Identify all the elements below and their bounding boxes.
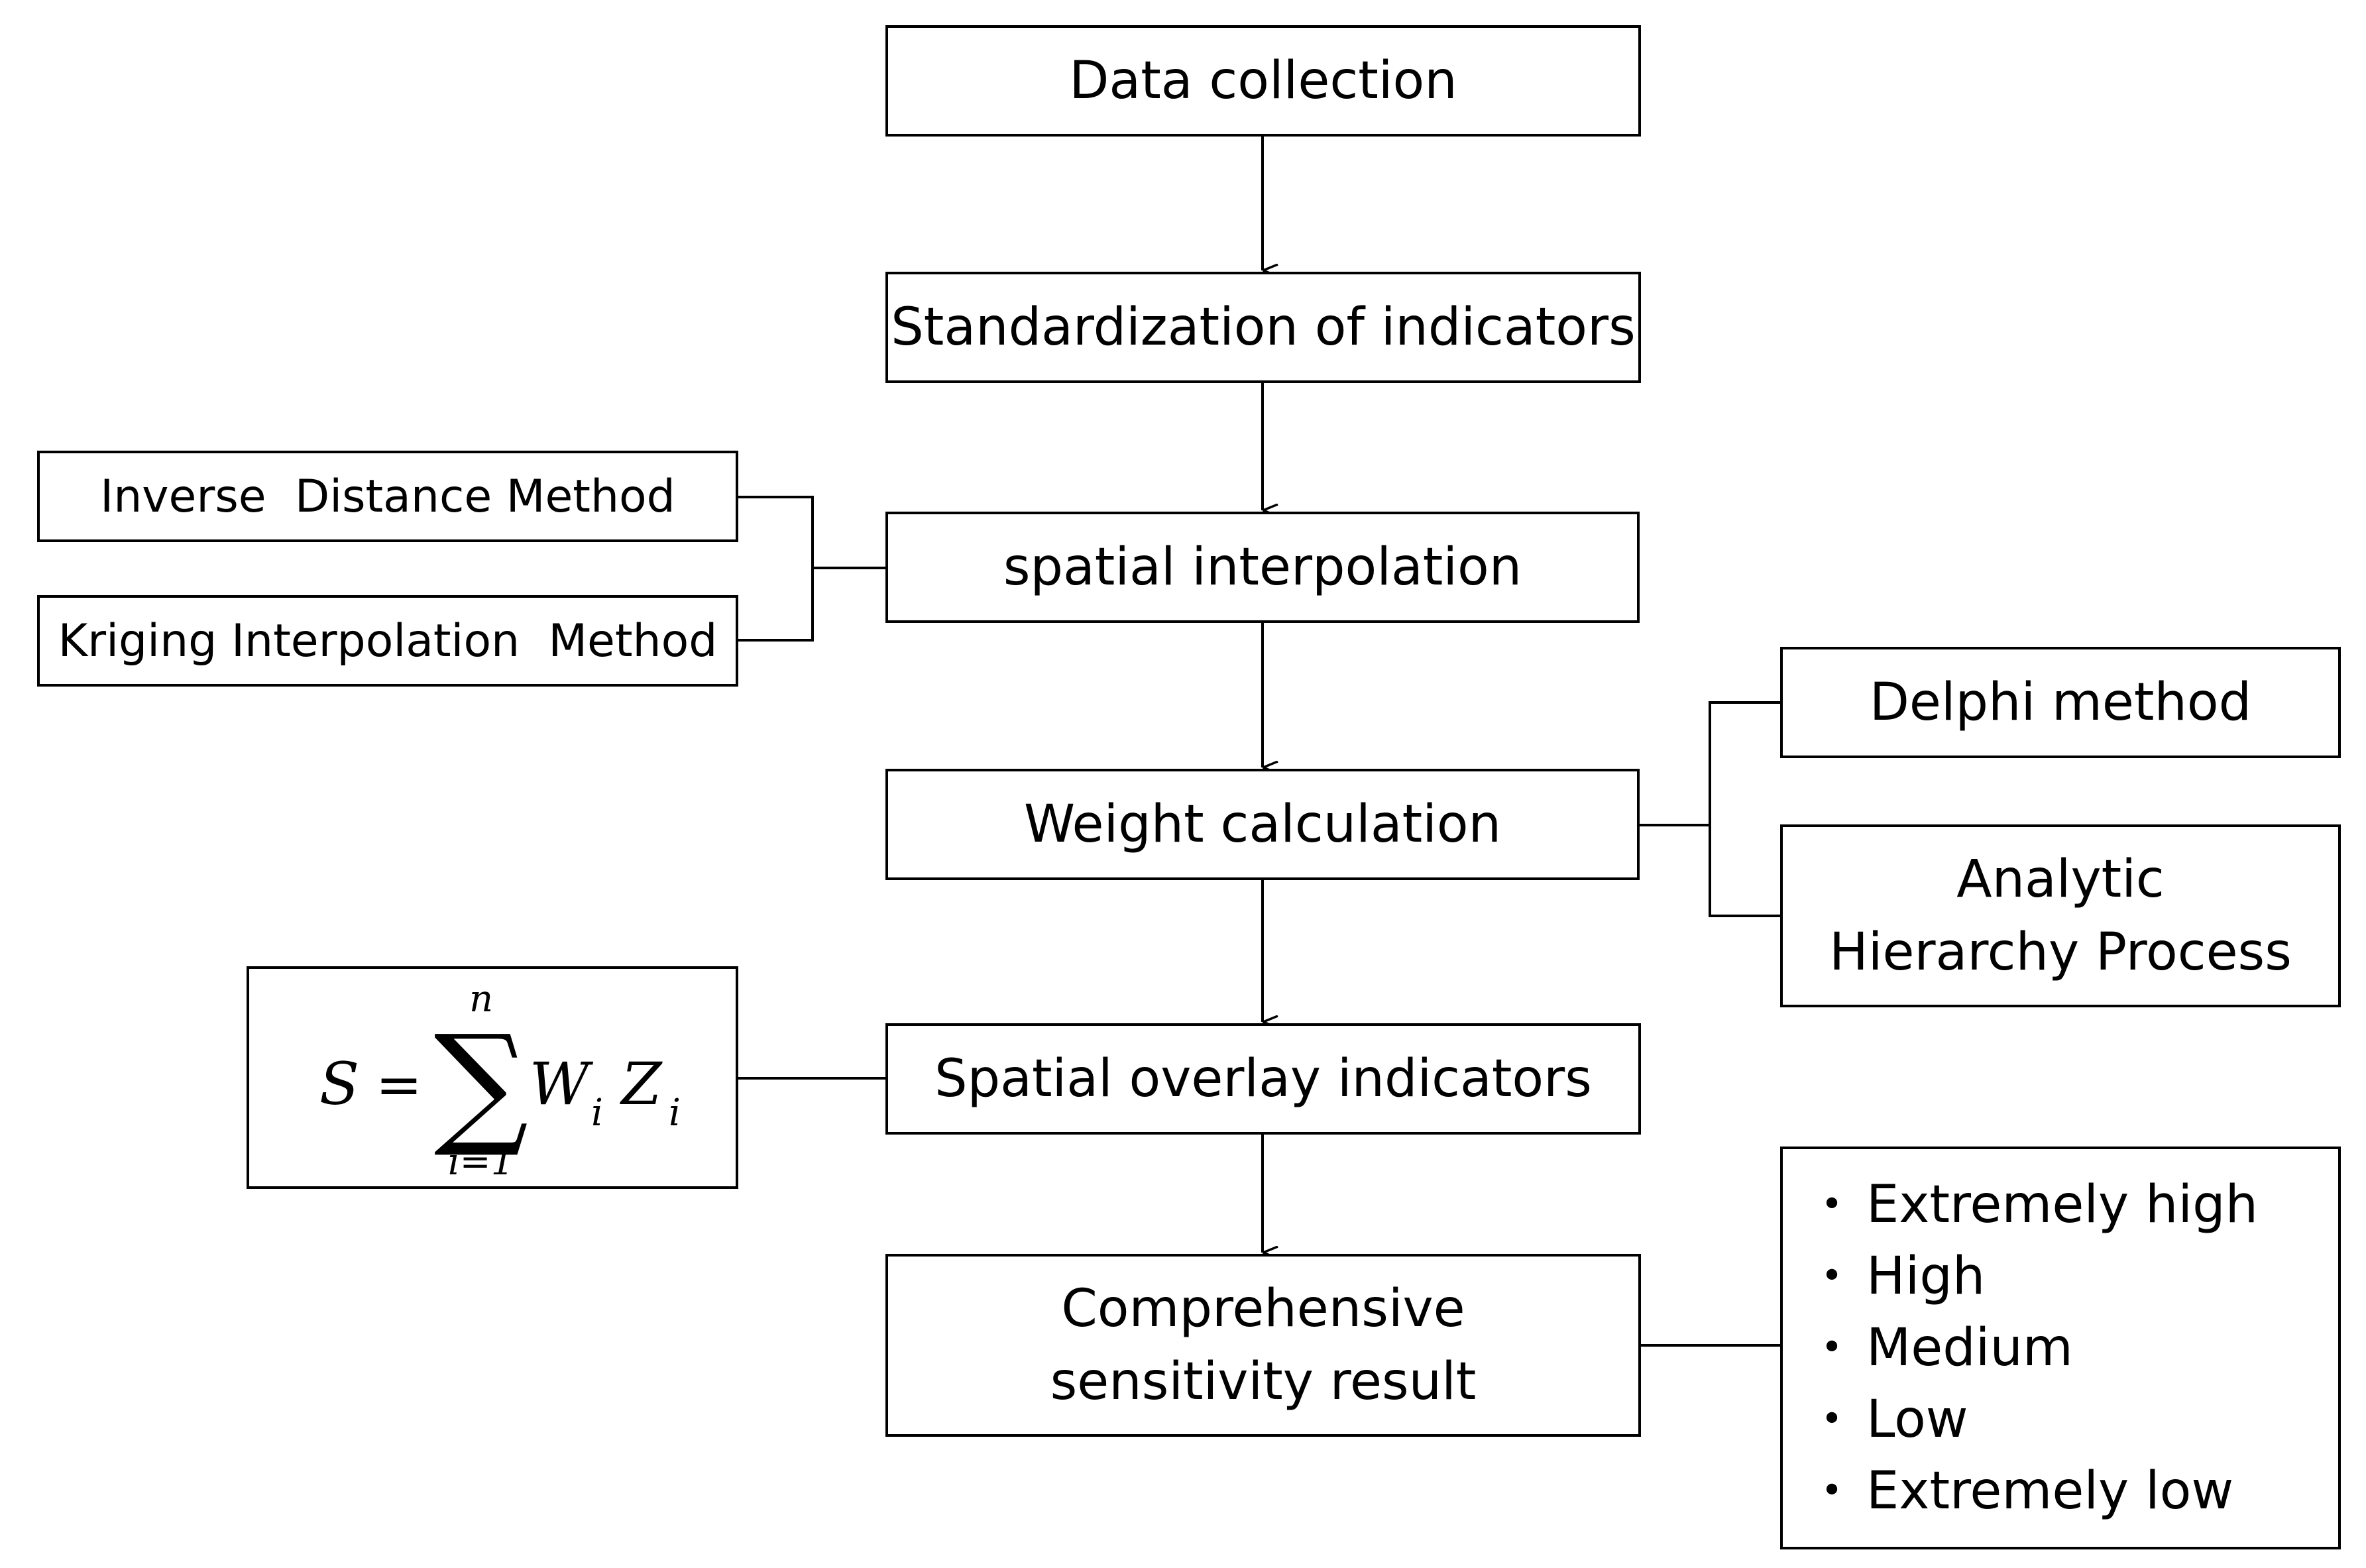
method-ahp: Analytic Hierarchy Process xyxy=(1780,824,2341,1007)
list-item: • Low xyxy=(1797,1384,2258,1455)
step-standardization-label: Standardization of indicators xyxy=(891,298,1636,357)
step-spatial-interpolation-label: spatial interpolation xyxy=(1003,537,1522,597)
level-low: Low xyxy=(1866,1390,1968,1449)
step-standardization: Standardization of indicators xyxy=(885,272,1641,383)
formula-box: S = n ∑ i=1 W i Z i xyxy=(247,966,738,1189)
formula-lhs: S xyxy=(319,1050,359,1118)
weighted-sum-formula: S = n ∑ i=1 W i Z i xyxy=(319,978,681,1184)
bullet-icon: • xyxy=(1821,1469,1843,1512)
method-ahp-label: Analytic Hierarchy Process xyxy=(1829,850,2292,982)
formula-term-w-subscript: i xyxy=(591,1092,603,1135)
sigma-icon: ∑ xyxy=(434,1007,529,1161)
step-data-collection-label: Data collection xyxy=(1069,51,1457,111)
step-weight-calculation-label: Weight calculation xyxy=(1023,795,1502,854)
step-spatial-interpolation: spatial interpolation xyxy=(885,512,1640,623)
step-spatial-overlay-label: Spatial overlay indicators xyxy=(934,1049,1592,1109)
bullet-icon: • xyxy=(1821,1255,1843,1298)
sensitivity-levels-box: • Extremely high • High • Medium • Low •… xyxy=(1780,1147,2341,1549)
bullet-icon: • xyxy=(1821,1326,1843,1369)
step-data-collection: Data collection xyxy=(885,25,1641,137)
formula-term-z-subscript: i xyxy=(669,1092,681,1135)
level-extremely-high: Extremely high xyxy=(1866,1175,2259,1235)
method-kriging-label: Kriging Interpolation Method xyxy=(58,614,718,667)
level-high: High xyxy=(1866,1247,1986,1306)
list-item: • Medium xyxy=(1797,1312,2258,1384)
step-spatial-overlay: Spatial overlay indicators xyxy=(885,1023,1641,1135)
list-item: • Extremely high xyxy=(1797,1169,2258,1241)
method-inverse-distance-label: Inverse Distance Method xyxy=(100,470,675,523)
bracket-weight-methods xyxy=(1709,701,1780,917)
list-item: • High xyxy=(1797,1241,2258,1312)
step-comprehensive-result: Comprehensive sensitivity result xyxy=(885,1254,1641,1437)
step-comprehensive-result-label: Comprehensive sensitivity result xyxy=(1050,1279,1477,1412)
list-item: • Extremely low xyxy=(1797,1455,2258,1527)
formula-equals: = xyxy=(376,1052,422,1117)
bracket-interpolation-methods xyxy=(738,496,814,642)
method-kriging: Kriging Interpolation Method xyxy=(37,595,738,687)
method-inverse-distance: Inverse Distance Method xyxy=(37,451,738,542)
method-delphi: Delphi method xyxy=(1780,647,2341,758)
level-extremely-low: Extremely low xyxy=(1866,1461,2234,1521)
level-medium: Medium xyxy=(1866,1318,2073,1378)
formula-term-z: Z xyxy=(619,1050,663,1118)
method-delphi-label: Delphi method xyxy=(1869,673,2252,732)
step-weight-calculation: Weight calculation xyxy=(885,769,1640,880)
formula-sum-lower: i=1 xyxy=(448,1141,514,1184)
bullet-icon: • xyxy=(1821,1183,1843,1226)
formula-sum-upper: n xyxy=(469,978,493,1021)
sensitivity-levels-list: • Extremely high • High • Medium • Low •… xyxy=(1783,1169,2258,1527)
formula-term-w: W xyxy=(530,1050,594,1118)
bullet-icon: • xyxy=(1821,1398,1843,1441)
